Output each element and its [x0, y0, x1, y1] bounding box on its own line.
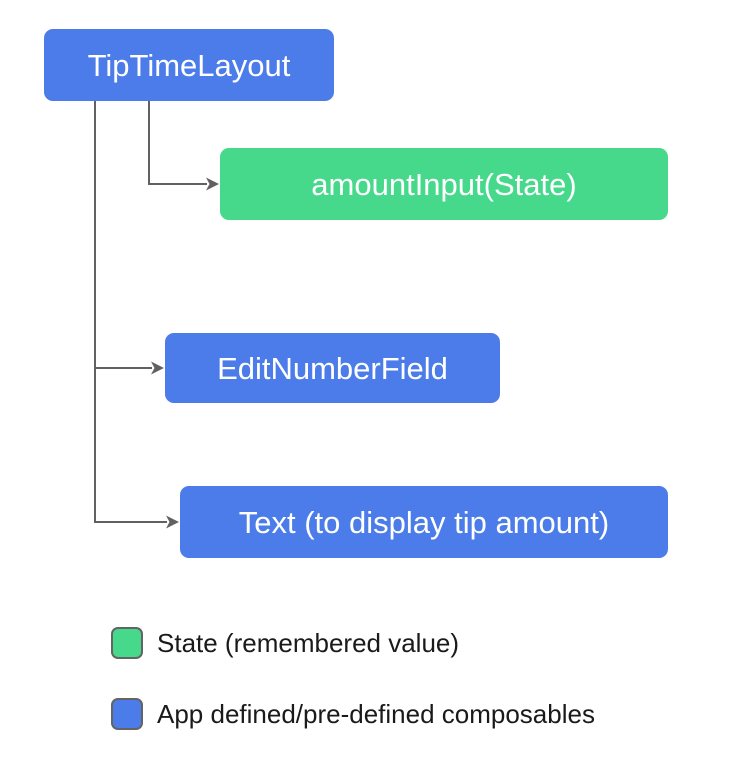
legend-item-state: State (remembered value): [111, 625, 459, 661]
legend-state-label: State (remembered value): [157, 628, 460, 658]
legend-swatch-state-icon: [111, 627, 143, 659]
legend-swatch-composable-icon: [111, 698, 143, 730]
node-amountinput-state: amountInput(State): [220, 148, 668, 220]
arrowhead-icon: [206, 177, 219, 191]
legend-composables-label: App defined/pre-defined composables: [157, 699, 595, 729]
legend-item-composables: App defined/pre-defined composables: [111, 696, 595, 732]
connector-root-to-amountinput: [148, 101, 207, 185]
node-text-tip-amount-label: Text (to display tip amount): [238, 504, 610, 540]
node-amountinput-state-label: amountInput(State): [311, 166, 577, 202]
connector-root-trunk: [94, 101, 167, 523]
node-tiptimelayout-label: TipTimeLayout: [87, 47, 291, 83]
arrowhead-icon: [151, 361, 164, 375]
node-editnumberfield: EditNumberField: [165, 333, 500, 403]
arrowhead-icon: [166, 515, 179, 529]
node-editnumberfield-label: EditNumberField: [217, 350, 448, 386]
node-tiptimelayout: TipTimeLayout: [44, 29, 334, 101]
node-text-tip-amount: Text (to display tip amount): [180, 486, 668, 558]
